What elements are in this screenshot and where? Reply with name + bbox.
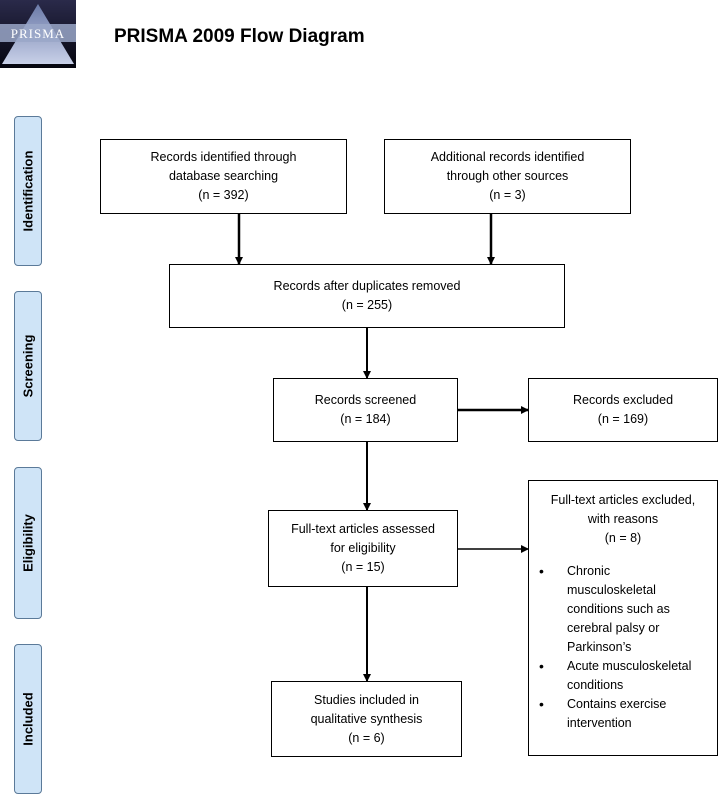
database-count: (n = 392) <box>198 188 249 202</box>
fulltext-excluded-count: (n = 8) <box>604 531 642 545</box>
fulltext-line1: Full-text articles assessed <box>291 522 435 536</box>
box-fulltext-assessed: Full-text articles assessed for eligibil… <box>268 510 458 587</box>
screened-line1: Records screened <box>314 393 417 407</box>
box-other-sources: Additional records identified through ot… <box>384 139 631 214</box>
prisma-logo: PRISMA <box>0 0 76 68</box>
box-records-excluded: Records excluded (n = 169) <box>528 378 718 442</box>
exclusion-reason: Acute musculoskeletal conditions <box>537 657 709 695</box>
exclusion-reason: Chronic musculoskeletal conditions such … <box>537 562 709 657</box>
phase-identification: Identification <box>14 116 42 266</box>
fulltext-excluded-heading: Full-text articles excluded, with reason… <box>537 491 709 548</box>
exclusion-reason: Contains exercise intervention <box>537 695 709 733</box>
exclusion-reasons-list: Chronic musculoskeletal conditions such … <box>537 562 709 733</box>
other-count: (n = 3) <box>489 188 526 202</box>
box-fulltext-excluded: Full-text articles excluded, with reason… <box>528 480 718 756</box>
other-line2: through other sources <box>446 169 569 183</box>
box-duplicates-removed: Records after duplicates removed (n = 25… <box>169 264 565 328</box>
box-studies-included: Studies included in qualitative synthesi… <box>271 681 462 757</box>
included-count: (n = 6) <box>348 730 385 745</box>
database-line2: database searching <box>168 169 279 183</box>
box-database-records: Records identified through database sear… <box>100 139 347 214</box>
screened-count: (n = 184) <box>340 412 391 426</box>
database-line1: Records identified through <box>150 150 297 164</box>
excluded-line1: Records excluded <box>572 393 674 407</box>
included-line1: Studies included in <box>314 692 419 707</box>
included-line2: qualitative synthesis <box>310 711 423 726</box>
box-records-screened: Records screened (n = 184) <box>273 378 458 442</box>
page-title: PRISMA 2009 Flow Diagram <box>114 26 365 47</box>
excluded-count: (n = 169) <box>597 412 649 426</box>
phase-screening: Screening <box>14 291 42 441</box>
other-line1: Additional records identified <box>430 150 585 164</box>
fulltext-excluded-line1: Full-text articles excluded, <box>550 493 696 507</box>
duplicates-count: (n = 255) <box>341 298 393 312</box>
phase-eligibility: Eligibility <box>14 467 42 619</box>
phase-included: Included <box>14 644 42 794</box>
logo-text: PRISMA <box>11 26 65 41</box>
duplicates-line1: Records after duplicates removed <box>273 279 461 293</box>
fulltext-excluded-line2: with reasons <box>587 512 659 526</box>
fulltext-count: (n = 15) <box>341 560 385 574</box>
fulltext-line2: for eligibility <box>330 541 396 555</box>
